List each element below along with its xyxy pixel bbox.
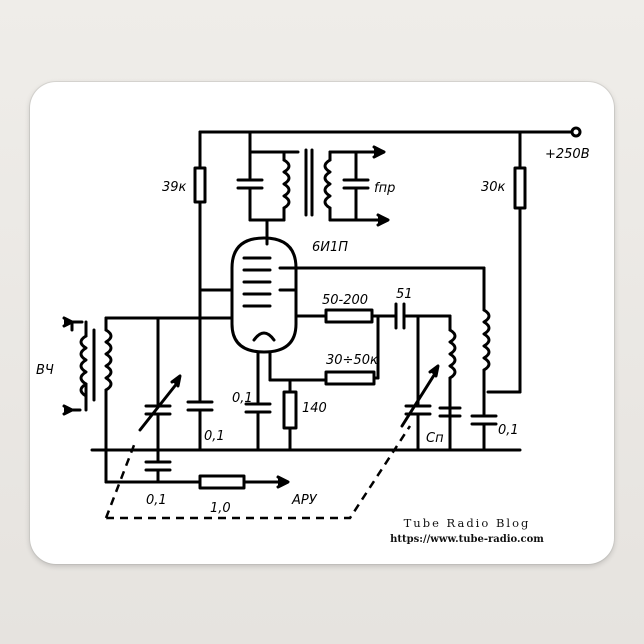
brand-title: Tube Radio Blog [403,516,531,530]
label-res-30-50k: 30÷50к [326,353,378,368]
brand-url: https://www.tube-radio.com [390,534,544,545]
rf-coil-secondary [104,328,113,392]
label-r-30k: 30к [481,180,506,195]
resistor-39k [193,166,207,204]
label-tube: 6И1П [312,240,348,255]
label-c-right: 0,1 [498,423,519,438]
label-c-bottom: 0,1 [146,493,167,508]
resistor-1-0 [198,474,246,490]
label-agc: АРУ [291,493,318,508]
label-cap-51: 51 [396,287,413,302]
label-res-50-200: 50-200 [322,293,368,308]
label-rf-input: ВЧ [36,363,54,378]
resistor-140 [282,390,298,430]
label-c-grid: 0,1 [232,391,253,406]
osc-coil-2 [482,308,491,372]
label-r-1-0: 1,0 [210,501,231,516]
resistor-30k [513,166,527,210]
label-fpr: fпр [374,181,395,196]
supply-terminal [570,126,582,138]
resistor-50-200 [324,308,374,324]
osc-coil-1 [448,328,457,380]
label-c-left: 0,1 [204,429,225,444]
ganged-tuning-link [104,425,412,520]
if-coil-secondary [323,158,332,210]
label-cn: Cп [426,431,444,446]
resistor-30-50k [324,370,376,386]
label-supply: +250В [545,147,590,162]
mousepad [30,82,614,564]
tube-6i1p [230,236,298,354]
label-res-140: 140 [302,401,327,416]
label-r-39k: 39к [162,180,187,195]
if-coil-primary [282,158,291,210]
